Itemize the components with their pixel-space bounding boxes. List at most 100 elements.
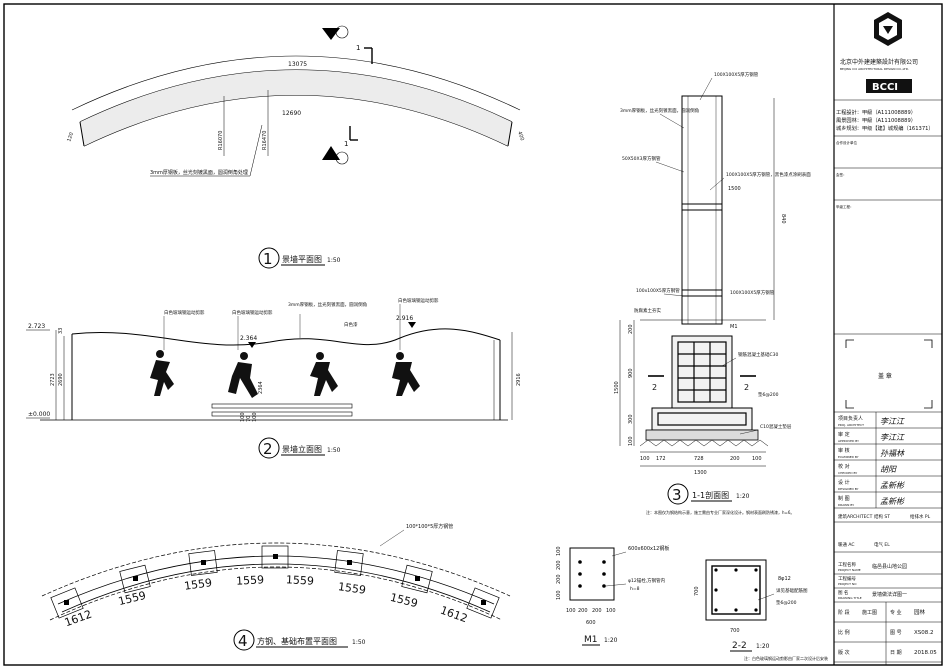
plan-end-r	[507, 121, 513, 147]
s22-label-2: 垫6@200	[776, 599, 797, 606]
proj-label-en: PROJECT NAME	[838, 568, 861, 572]
s22-leader	[757, 593, 775, 601]
grid-label-2: 日 期	[890, 650, 902, 656]
sec-label-6: 100X100X5厚方钢管	[730, 289, 775, 296]
sec-hdim-4: 100	[752, 456, 762, 462]
athlete-silhouette-3	[310, 352, 338, 396]
sec-label-1: 3mm厚钢板，丝光刻镀黑面，圆润倒角	[620, 107, 699, 114]
vdim-33: 33	[58, 328, 64, 334]
m1-vdim-2: 200	[556, 574, 562, 584]
sec-leader-11	[739, 429, 759, 435]
qual-1: 風景园林：甲級（A111008889）	[836, 116, 916, 124]
fp-title-no: 4	[238, 632, 248, 650]
proj-label: 工程编号	[838, 575, 856, 582]
s22-label-0: 8φ12	[778, 576, 791, 582]
elevation-view: 2.723 2.364 2.916 ±0.000 2723 2690 33 29…	[26, 297, 522, 459]
plan-radius-2: R16470	[262, 131, 268, 150]
sec-vdim-1500: 1500	[614, 381, 620, 394]
sheet-border	[3, 3, 943, 666]
vdim-2364: 2364	[258, 381, 264, 394]
elevation-bench-2	[211, 411, 353, 417]
s22-bars	[714, 568, 758, 612]
sig-role-en: EXAMINED BY	[838, 455, 859, 459]
signature: 孟新彬	[880, 481, 905, 490]
sec-title-circle	[667, 483, 689, 505]
fp-title: 方钢、基础布置平面图	[257, 636, 337, 646]
sec-label-4: 1500	[728, 186, 741, 192]
sec-label-9: 钢筋混凝土基础C30	[738, 351, 779, 358]
sec-label-0: 100X100X5厚方钢管	[714, 71, 759, 78]
qual-0: 工程設計：甲級（A111008889）	[836, 108, 916, 116]
fp-title-circle	[233, 629, 255, 651]
firm-logo-icon	[874, 12, 902, 46]
sec-scale: 1:20	[736, 493, 750, 500]
bcci-logo-text: BCCI	[872, 82, 898, 93]
elev-label-2: 白色玻璃钢运动剪影	[232, 309, 273, 316]
signature: 孟新彬	[880, 497, 905, 506]
sec-leader-3	[709, 177, 725, 191]
m1-hdim-3: 100	[606, 608, 616, 614]
foundation-rebar-grid	[677, 341, 727, 403]
m1-hdim-0: 100	[566, 608, 576, 614]
sig-role-en: DESIGNED BY	[838, 487, 859, 491]
fp-label: 100*100*5厚方钢管	[406, 523, 453, 530]
sec-leader-1	[659, 113, 685, 129]
vdim-2690: 2690	[58, 373, 64, 386]
s22-dim-v: 700	[694, 586, 700, 596]
grid-label-2: 专 业	[890, 609, 902, 616]
m1-leader-0	[611, 551, 627, 557]
sec-hdim-2: 728	[694, 456, 704, 462]
m1-scale: 1:20	[604, 637, 618, 644]
sig-role-en: DRAWN BY	[838, 503, 854, 507]
athlete-silhouette-1	[150, 350, 174, 396]
s22-rebar	[711, 565, 761, 615]
north-arrow-circle-bottom	[335, 151, 349, 165]
sig-role-en: CHECKED BY	[838, 471, 857, 475]
sig-role-en: PROJ. ARCHITECT	[838, 423, 864, 427]
proj-label: 工程名称	[838, 561, 856, 568]
firm-name-cn: 北京中外建建築設計有限公司	[840, 58, 918, 66]
fp-dim-4: 1559	[286, 573, 315, 587]
sig-role: 项目负责人	[838, 415, 863, 422]
discipline-cell: 结构 ST	[874, 513, 890, 520]
sec-leader-5	[663, 293, 685, 297]
small-dim-100: 100	[240, 412, 246, 422]
proj-value: 景墙做法详图一	[872, 591, 907, 598]
signature: 孙福林	[880, 449, 905, 458]
fp-dim-1: 1559	[117, 589, 147, 608]
sig-role: 审 核	[838, 447, 850, 454]
m1-leader-1	[605, 583, 627, 587]
elev-label-1: 白色玻璃钢运动剪影	[164, 309, 205, 316]
m1-vdim-0: 100	[556, 546, 562, 556]
plan-width-right: 400	[516, 131, 525, 142]
box-label-0: 合作设计单位	[836, 140, 857, 145]
plan-dim-arc	[71, 55, 521, 111]
cut-2-right-label: 2	[744, 383, 749, 392]
elevation-bench-1	[211, 403, 353, 409]
title-block: 北京中外建建築設計有限公司 BEIJING CCI ARCHITECTURAL …	[834, 12, 942, 413]
fp-wall-arc-2	[61, 563, 491, 613]
level-right: 2.916	[396, 315, 413, 322]
m1-label-1: φ12锚栓,方钢管内	[628, 577, 666, 584]
sec-total: 1300	[694, 470, 707, 476]
sig-role: 校 对	[838, 463, 850, 470]
athlete-silhouette-2	[228, 352, 258, 398]
level-mid-tri	[248, 342, 256, 348]
fp-dim-0: 1612	[63, 608, 94, 630]
m1-label-2: h=8	[630, 586, 640, 592]
s22-title: 2-2	[732, 641, 747, 651]
fp-outer-arc	[41, 542, 511, 597]
grid-label-2: 图 号	[890, 630, 902, 636]
sec-label-10: 垫6@200	[758, 391, 779, 398]
box-label-2: 甲级工程：	[836, 204, 854, 209]
discipline-cell: 建筑ARCHITECT	[838, 513, 873, 520]
section-view: 2 2 100X100X5厚方钢管 3mm厚钢板，丝光刻镀黑面，圆润倒角 50X…	[614, 71, 811, 515]
plan-scale: 1:50	[327, 257, 341, 264]
sig-role: 审 定	[838, 431, 850, 438]
grid-value-2: 2018.05	[914, 650, 937, 656]
sec-right-dim: 840	[780, 214, 786, 224]
sec-leader-2	[655, 161, 685, 173]
foundation-cushion	[645, 429, 759, 441]
